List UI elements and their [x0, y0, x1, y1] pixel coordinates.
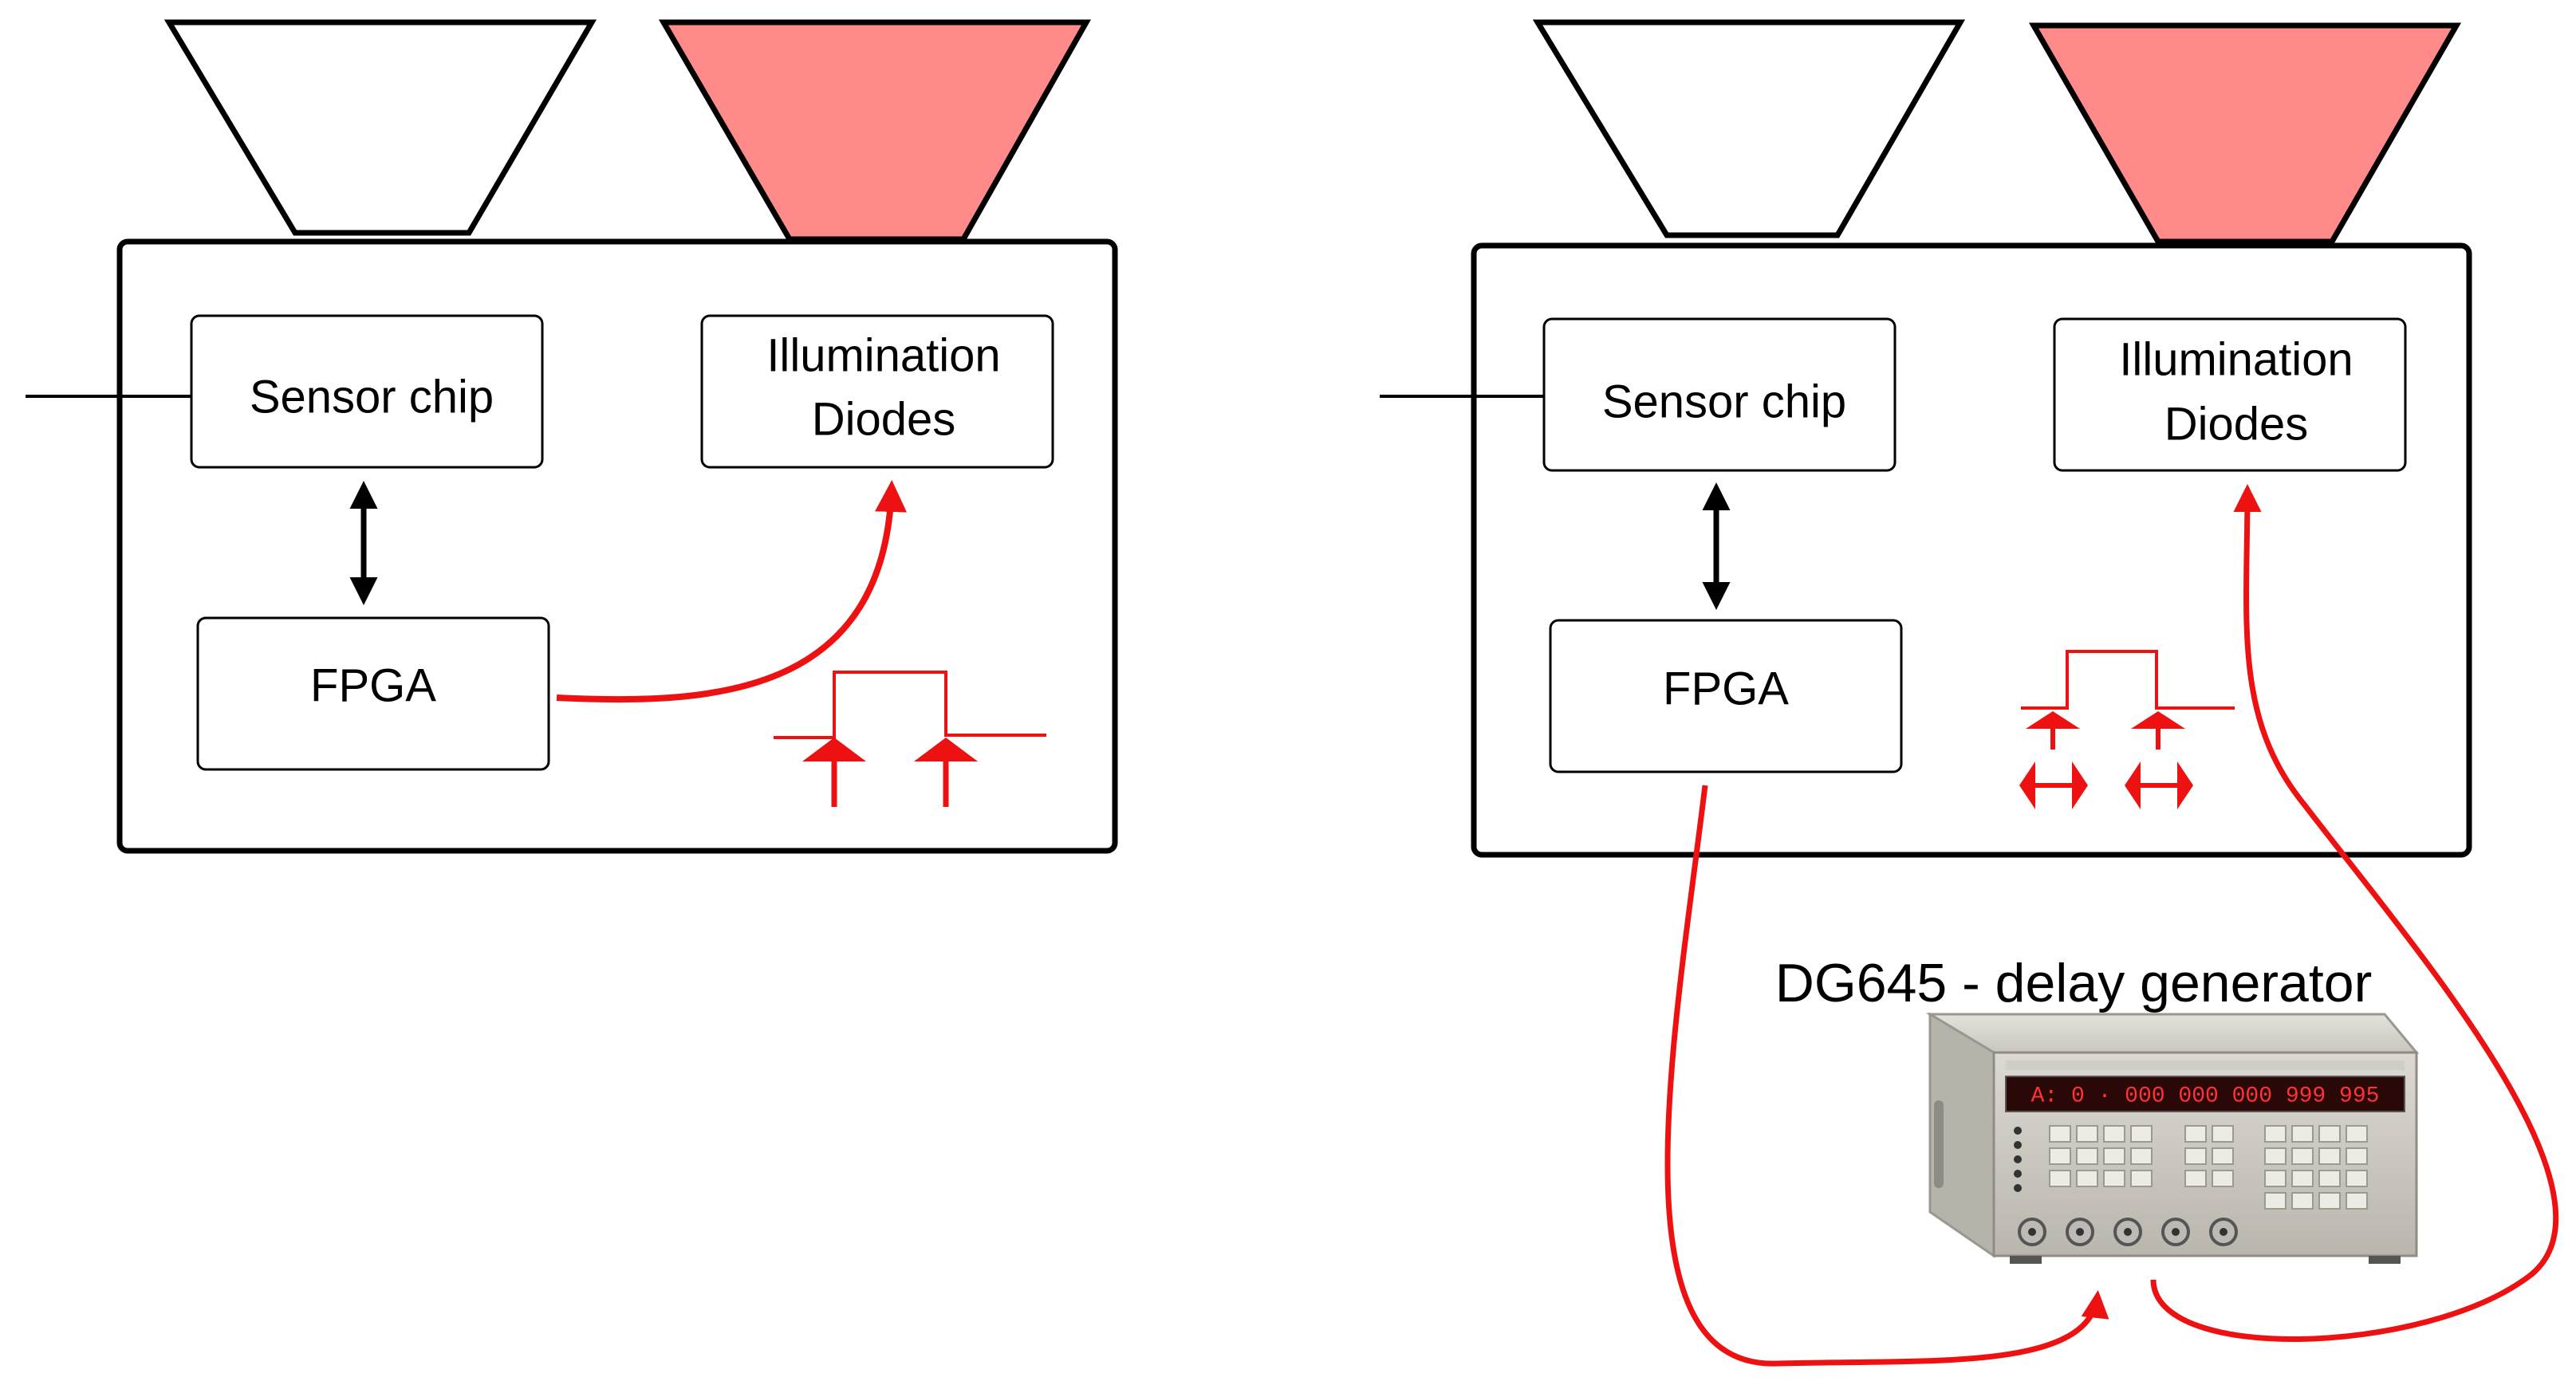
right-pulse-waveform: [2021, 650, 2235, 710]
right-illumination-cone: [2028, 22, 2462, 245]
right-edge-marker-1: [2019, 711, 2088, 809]
right-delay-to-illumination-curve: [2150, 484, 2559, 1342]
right-fpga-to-delay-curve: [1664, 785, 2109, 1367]
left-sensor-chip-label: Sensor chip: [250, 371, 494, 423]
right-sensor-chip-box: [1542, 317, 1897, 472]
left-illumination-box: [700, 314, 1054, 469]
left-illumination-label-1: Illumination: [766, 329, 1000, 381]
left-pulse-waveform: [774, 671, 1046, 739]
right-panel: Sensor chip Illumination Diodes FPGA: [1380, 19, 2559, 1367]
left-sensor-chip-box: [190, 314, 544, 469]
right-camera-cone: [1532, 19, 1966, 238]
left-fpga-box: [196, 616, 550, 771]
left-edge-marker-1: [802, 738, 866, 807]
right-fpga-label: FPGA: [1663, 663, 1789, 714]
right-edge-marker-2: [2125, 711, 2193, 809]
left-camera-cone: [163, 19, 597, 236]
delay-generator-title: DG645 - delay generator: [1775, 953, 2372, 1013]
delay-generator-leds: [2014, 1127, 2022, 1192]
delay-generator-readout: A: 0 · 000 000 000 999 995: [2031, 1084, 2380, 1108]
right-illumination-label-1: Illumination: [2119, 333, 2353, 385]
left-illumination-label-2: Diodes: [812, 393, 956, 445]
right-sensor-chip-label: Sensor chip: [1602, 376, 1846, 427]
left-illumination-cone: [658, 19, 1092, 242]
delay-generator-device: A: 0 · 000 000 000 999 995: [1925, 1012, 2420, 1264]
left-edge-marker-2: [914, 738, 978, 807]
left-trigger-curve: [556, 480, 907, 703]
left-panel: Sensor chip Illumination Diodes FPGA: [26, 19, 1118, 854]
right-fpga-box: [1549, 619, 1903, 773]
right-illumination-box: [2053, 317, 2407, 472]
delay-generator-bnc-connectors: [2018, 1218, 2238, 1246]
delay-generator-display: [2005, 1076, 2405, 1112]
delay-generator-keypad: [2049, 1125, 2368, 1210]
left-fpga-label: FPGA: [310, 659, 436, 711]
right-illumination-label-2: Diodes: [2164, 398, 2309, 450]
